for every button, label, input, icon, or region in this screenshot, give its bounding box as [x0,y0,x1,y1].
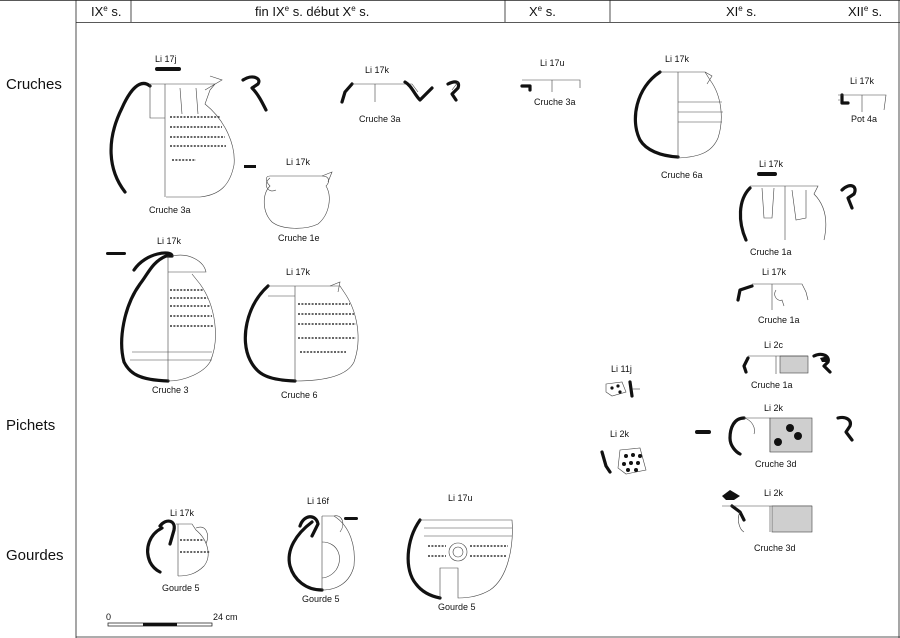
svg-text:Cruche 3d: Cruche 3d [755,459,797,469]
vessel-drawing: Li 17k Cruche 3a [340,65,461,124]
vessel-drawing: Li 17k Cruche 1a [738,159,857,257]
svg-text:Cruche 6a: Cruche 6a [661,170,703,180]
svg-text:Cruche 3a: Cruche 3a [149,205,191,215]
svg-text:Li 2k: Li 2k [764,488,784,498]
svg-text:Li 17k: Li 17k [286,157,311,167]
svg-text:Cruche 3: Cruche 3 [152,385,189,395]
svg-text:Li 17k: Li 17k [365,65,390,75]
svg-text:Li 17k: Li 17k [286,267,311,277]
vessel-drawing: Li 2k [600,429,647,475]
svg-text:Li 17k: Li 17k [665,54,690,64]
svg-text:Cruche 1e: Cruche 1e [278,233,320,243]
vessel-drawing: Li 17j Cruche 3a [109,54,268,215]
svg-text:Gourde 5: Gourde 5 [302,594,340,604]
svg-text:Cruche 3a: Cruche 3a [359,114,401,124]
vessel-drawing: Li 17k Gourde 5 [146,508,210,593]
period-header-x: Xe s. [529,4,556,19]
period-header-fin-ix-debut-x: fin IXe s. début Xe s. [255,4,369,19]
svg-text:Cruche 6: Cruche 6 [281,390,318,400]
svg-text:Li 17u: Li 17u [540,58,565,68]
vessel-drawing: Li 17k Cruche 3 [106,236,216,395]
svg-text:Gourde 5: Gourde 5 [162,583,200,593]
svg-text:Li 2k: Li 2k [610,429,630,439]
vessel-drawing: Li 11j [605,364,640,398]
svg-text:Cruche 3a: Cruche 3a [534,97,576,107]
svg-text:Li 17k: Li 17k [762,267,787,277]
row-label-gourdes: Gourdes [6,547,64,564]
scale-bar: 0 24 cm [106,612,238,627]
vessel-drawing: Li 16f Gourde 5 [287,496,358,604]
svg-text:Li 17k: Li 17k [157,236,182,246]
period-header-xii: XIIe s. [848,4,882,19]
svg-text:Li 17k: Li 17k [170,508,195,518]
scale-start-label: 0 [106,612,111,622]
vessel-drawing: Li 17u Cruche 3a [520,58,581,107]
period-header-xi: XIe s. [726,4,756,19]
vessel-drawing: Li 17k Cruche 6 [243,267,359,400]
svg-text:Li 11j: Li 11j [611,364,632,374]
svg-text:Li 17k: Li 17k [759,159,784,169]
period-header-ix: IXe s. [91,4,121,19]
vessel-drawing: Li 17k Cruche 6a [633,54,723,180]
vessel-drawing: Li 17k Cruche 1e [244,157,333,243]
svg-text:Pot 4a: Pot 4a [851,114,877,124]
svg-text:Li 16f: Li 16f [307,496,330,506]
row-label-pichets: Pichets [6,417,55,434]
vessel-drawing: Li 2c Cruche 1a [742,340,832,390]
svg-text:Cruche 1a: Cruche 1a [751,380,793,390]
row-label-cruches: Cruches [6,76,62,93]
svg-text:Li 2k: Li 2k [764,403,784,413]
vessel-drawing: Li 2k Cruche 3d [722,488,813,553]
svg-text:Li 17j: Li 17j [155,54,177,64]
vessel-drawing: Li 2k Cruche 3d [695,403,854,469]
svg-text:Gourde 5: Gourde 5 [438,602,476,612]
svg-text:Li 2c: Li 2c [764,340,784,350]
vessel-drawing: Li 17u Gourde 5 [406,493,513,612]
svg-text:Cruche 1a: Cruche 1a [758,315,800,325]
vessel-drawing: Li 17k Cruche 1a [736,267,809,325]
svg-text:Li 17u: Li 17u [448,493,473,503]
vessel-drawing: Li 17k Pot 4a [838,76,887,124]
scale-end-label: 24 cm [213,612,238,622]
svg-text:Cruche 1a: Cruche 1a [750,247,792,257]
svg-text:Cruche 3d: Cruche 3d [754,543,796,553]
svg-text:Li 17k: Li 17k [850,76,875,86]
